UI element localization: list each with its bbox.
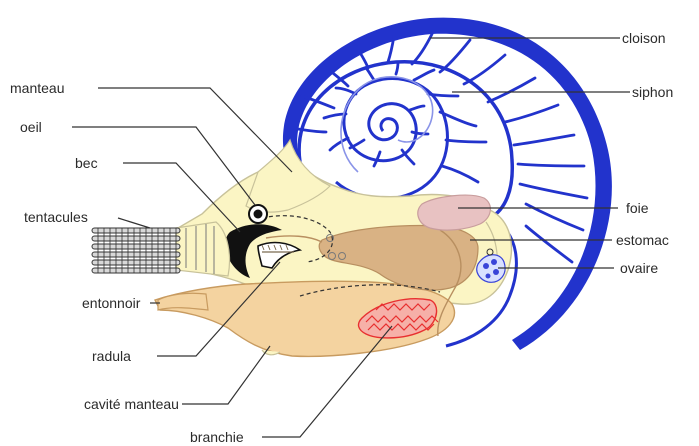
leader-cavite-manteau: [182, 346, 270, 404]
siphuncle: [341, 77, 433, 172]
tentacle-rings: [98, 228, 176, 273]
label-tentacules: tentacules: [24, 209, 88, 225]
label-entonnoir: entonnoir: [82, 295, 141, 311]
tentacles: [92, 228, 180, 273]
eye: [249, 205, 267, 223]
label-cloison: cloison: [622, 30, 666, 46]
label-estomac: estomac: [616, 232, 669, 248]
label-ovaire: ovaire: [620, 260, 658, 276]
label-bec: bec: [75, 155, 98, 171]
label-foie: foie: [626, 200, 649, 216]
label-radula: radula: [92, 348, 131, 364]
label-branchie: branchie: [190, 429, 244, 445]
tentacle-sheath: [176, 222, 230, 276]
leader-manteau: [98, 88, 292, 172]
leader-tentacules: [118, 218, 150, 228]
funnel: [158, 293, 208, 310]
label-siphon: siphon: [632, 84, 673, 100]
liver: [418, 195, 491, 230]
label-oeil: oeil: [20, 119, 42, 135]
label-manteau: manteau: [10, 80, 64, 96]
label-cavite-manteau: cavité manteau: [84, 396, 179, 412]
